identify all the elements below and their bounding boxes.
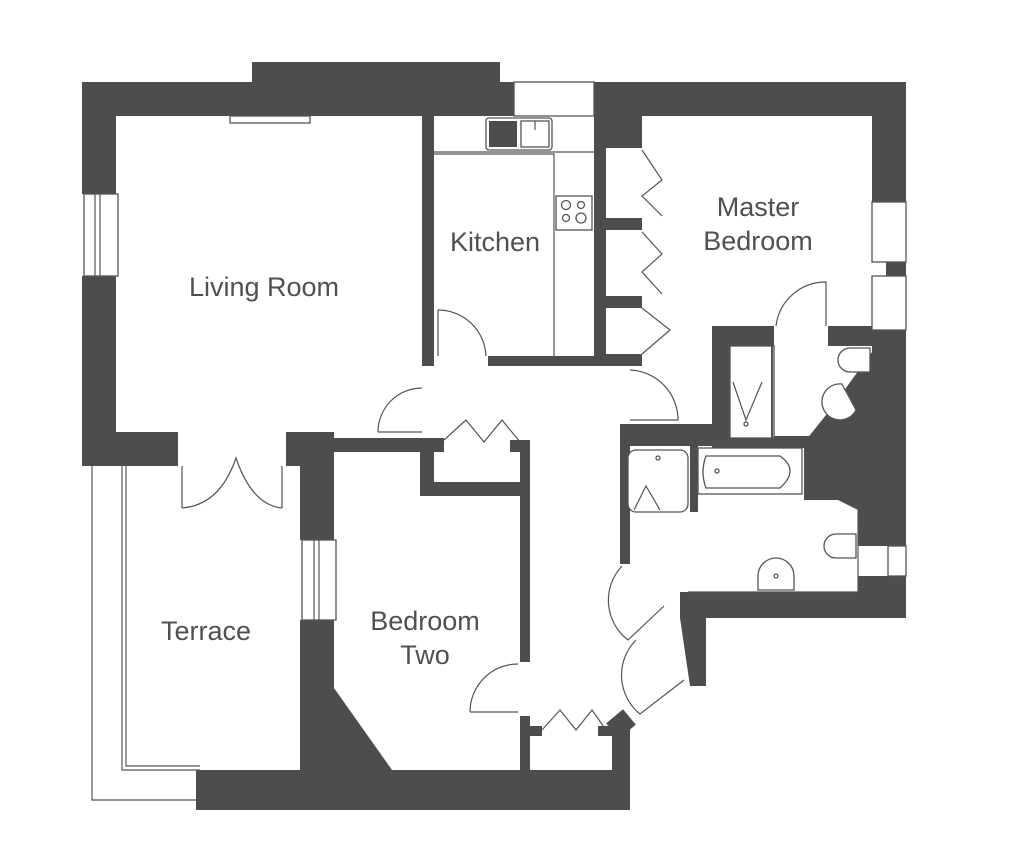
door-bathroom — [607, 565, 665, 641]
wall-shower-divider — [690, 446, 698, 512]
wall-top-right — [596, 82, 906, 116]
door-terrace-french — [181, 456, 283, 509]
wall-lower-cupboard-right — [612, 726, 630, 776]
wall-cupboard-bottom — [420, 482, 528, 496]
label-master-bedroom: Master Bedroom — [703, 190, 813, 258]
terrace-edge — [91, 466, 196, 801]
door-utility — [620, 639, 685, 715]
wall-bathroom-bottom — [680, 576, 906, 686]
wall-right-lower — [872, 330, 906, 546]
window-master-1 — [871, 201, 907, 263]
label-living-room: Living Room — [188, 272, 340, 302]
wall-kitchen-bottom — [488, 356, 640, 366]
door-kitchen — [437, 309, 487, 357]
window-master-2 — [871, 275, 907, 331]
wall-left-upper — [82, 82, 116, 194]
ensuite-shower — [729, 345, 775, 439]
wall-bathroom-top — [620, 424, 712, 446]
wall-bed2-left-upper — [300, 432, 334, 540]
label-bedroom-two-line2: Two — [400, 640, 450, 670]
door-ensuite — [775, 281, 827, 327]
wardrobe-door-2 — [641, 231, 663, 295]
window-bathroom — [887, 545, 907, 577]
walls — [82, 62, 906, 810]
fixtures — [434, 117, 871, 593]
door-master — [629, 369, 679, 421]
label-bedroom-two-line1: Bedroom — [370, 606, 480, 636]
wardrobe-door-1 — [641, 149, 663, 217]
label-master-bedroom-line2: Bedroom — [703, 226, 813, 256]
wall-right-upper — [872, 82, 906, 202]
wall-wardrobe-div-3 — [606, 354, 642, 366]
wall-bath-block — [804, 440, 874, 500]
wall-right-mullion — [886, 262, 906, 276]
wall-ensuite-top-right — [828, 326, 872, 346]
wall-door-jamb — [606, 709, 636, 739]
window-living-left — [83, 193, 119, 277]
window-kitchen — [513, 81, 595, 117]
label-kitchen: Kitchen — [449, 227, 541, 257]
window-living-top — [229, 115, 311, 124]
wall-kitchen-right — [594, 140, 606, 366]
wall-living-bottom-left — [82, 432, 178, 466]
bathroom-shower-tray — [627, 449, 689, 513]
wall-bed2-top — [334, 438, 444, 452]
windows — [83, 81, 907, 801]
door-bed2 — [469, 663, 519, 713]
door-living — [377, 387, 423, 433]
wall-bed2-right — [520, 440, 530, 662]
bathroom-toilet — [823, 533, 857, 559]
label-bedroom-two: Bedroom Two — [370, 604, 480, 672]
wall-cupboard-left — [420, 438, 434, 494]
wall-bath-divider — [712, 436, 812, 448]
doors — [181, 149, 827, 731]
wall-bed2-diagonal — [334, 688, 392, 770]
wall-bathroom-left — [620, 424, 630, 564]
cupboard-door-hall — [443, 419, 521, 443]
kitchen-counter — [434, 153, 555, 356]
label-terrace: Terrace — [160, 616, 252, 646]
wardrobe-door-3 — [641, 307, 671, 355]
wall-kitchen-left — [422, 116, 434, 366]
wall-bottom — [196, 770, 630, 810]
label-master-bedroom-line1: Master — [716, 192, 800, 222]
wall-lower-cupboard-left — [520, 716, 530, 776]
wall-wardrobe-div-1 — [606, 218, 642, 230]
ensuite-basin — [821, 383, 857, 421]
kitchen-hob — [555, 195, 593, 231]
wall-lower-cupboard-tl — [520, 726, 542, 736]
cupboard-door-lower — [541, 708, 607, 731]
wall-lower-cupboard-tr — [598, 726, 620, 736]
wall-top-left — [82, 82, 514, 116]
wall-cupboard-top-right — [510, 440, 530, 452]
wall-ensuite-left — [712, 326, 730, 440]
wall-top-bump — [252, 62, 500, 86]
ensuite-toilet — [837, 347, 871, 373]
wall-master-corner — [594, 82, 642, 148]
wall-wardrobe-div-2 — [606, 296, 642, 308]
